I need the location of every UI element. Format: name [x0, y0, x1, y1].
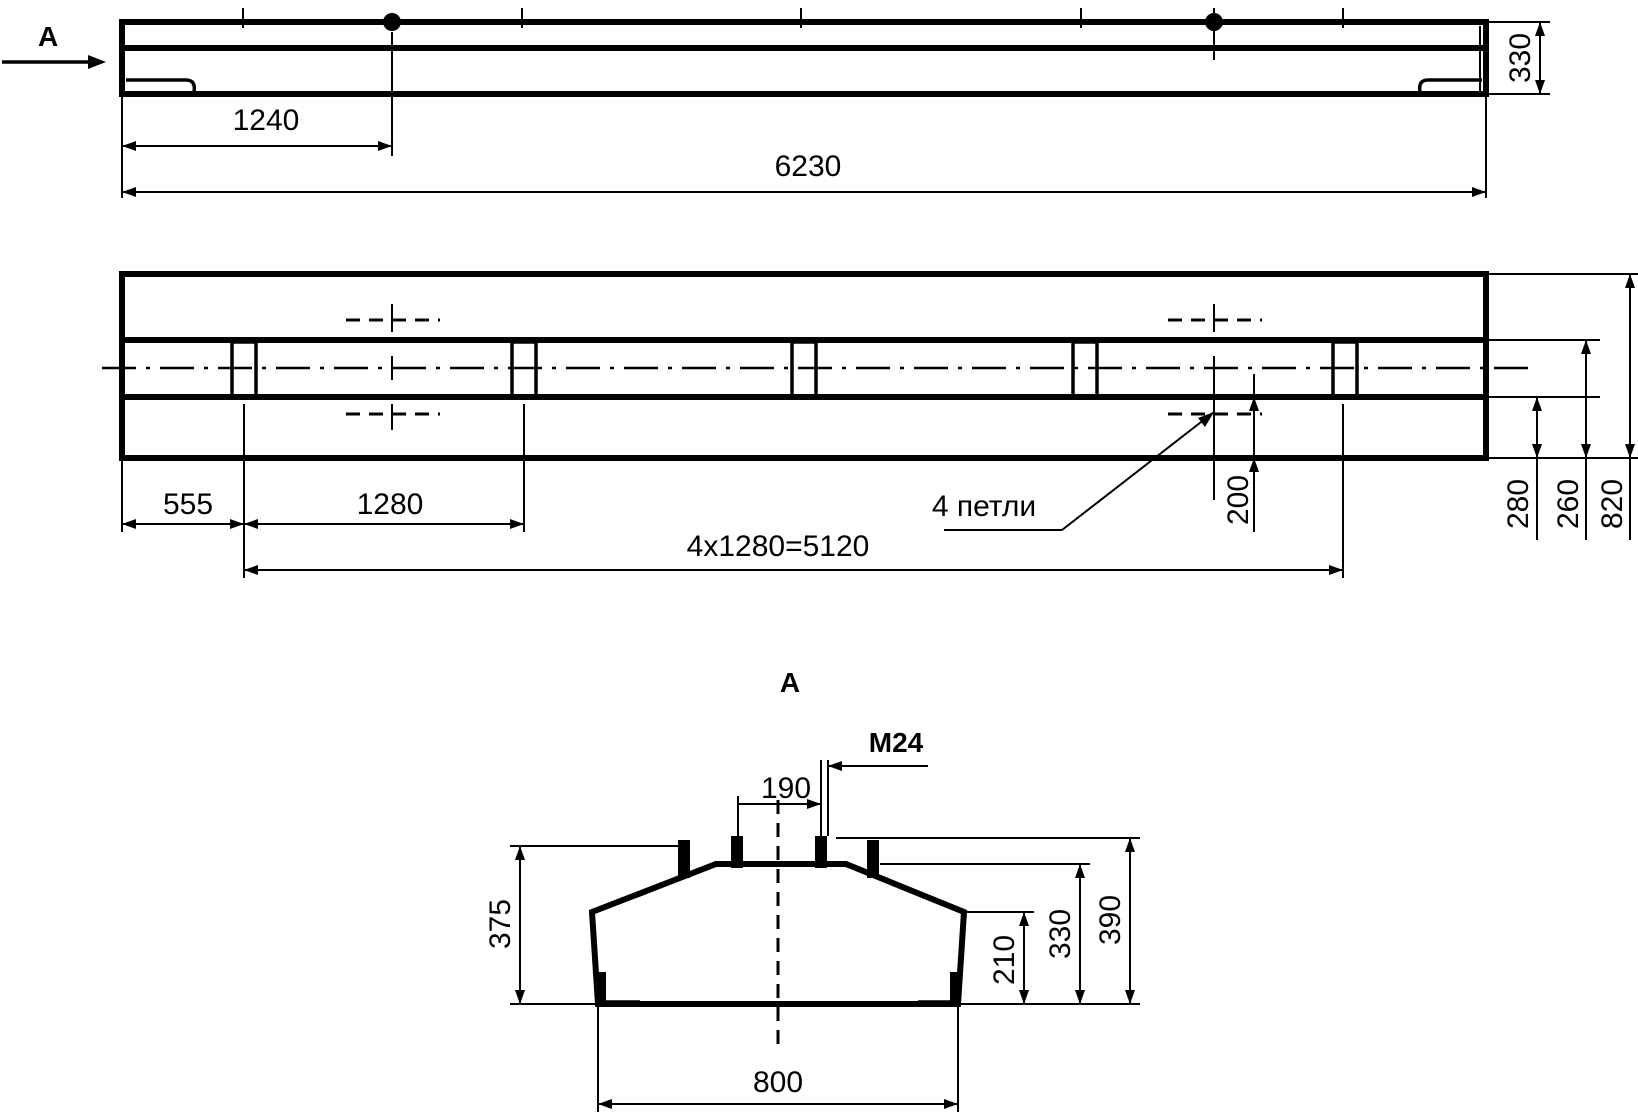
lifting-loops	[230, 340, 1359, 398]
dim-offset: 1240	[233, 104, 300, 137]
dim-width: 820	[1596, 479, 1629, 529]
end-notch-left	[126, 78, 197, 94]
dim-h1: 280	[1502, 479, 1535, 529]
end-notch-right	[1417, 78, 1482, 94]
dim-loop-offset: 200	[1222, 475, 1255, 525]
stud-1	[678, 840, 690, 878]
bolt-label: M24	[869, 727, 924, 758]
plan-view: 280 260 820 555 1280 4x1280=5120 200 4 п…	[102, 271, 1638, 578]
dim-edge: 555	[163, 488, 213, 521]
side-view-outline	[119, 19, 1489, 97]
stud-2	[731, 836, 743, 868]
callout-loops: 4 петли	[932, 490, 1036, 523]
dim-total-height: 390	[1094, 895, 1127, 945]
section-view: A M24 190 375	[484, 667, 1140, 1112]
view-marker: A	[2, 21, 106, 69]
base-anchor-left	[596, 972, 606, 1004]
plan-view-outline	[119, 271, 1489, 461]
anchor-bolt-left	[383, 13, 401, 31]
dim-h2: 260	[1552, 479, 1585, 529]
stud-4	[867, 840, 879, 878]
loop-3	[790, 340, 818, 398]
dim-bolt-spacing: 190	[761, 772, 811, 805]
loop-5	[1331, 340, 1359, 398]
dim-side-height: 210	[988, 935, 1021, 985]
section-profile	[588, 861, 968, 1007]
callout-leader	[1061, 411, 1215, 531]
dim-spacing: 1280	[357, 488, 424, 521]
loop-1	[230, 340, 258, 398]
dim-length: 6230	[775, 150, 842, 183]
loop-2	[510, 340, 538, 398]
dim-side-height: 330	[1504, 33, 1537, 83]
dim-total: 4x1280=5120	[687, 530, 870, 563]
dim-mid-height: 330	[1044, 909, 1077, 959]
dim-base: 800	[753, 1066, 803, 1099]
loop-4	[1071, 340, 1099, 398]
base-anchor-right	[950, 972, 960, 1004]
view-marker-label: A	[38, 21, 58, 52]
dim-left-height: 375	[484, 899, 517, 949]
section-title: A	[780, 667, 800, 698]
side-view: 330 1240 6230	[119, 8, 1550, 198]
stud-3	[815, 836, 827, 868]
